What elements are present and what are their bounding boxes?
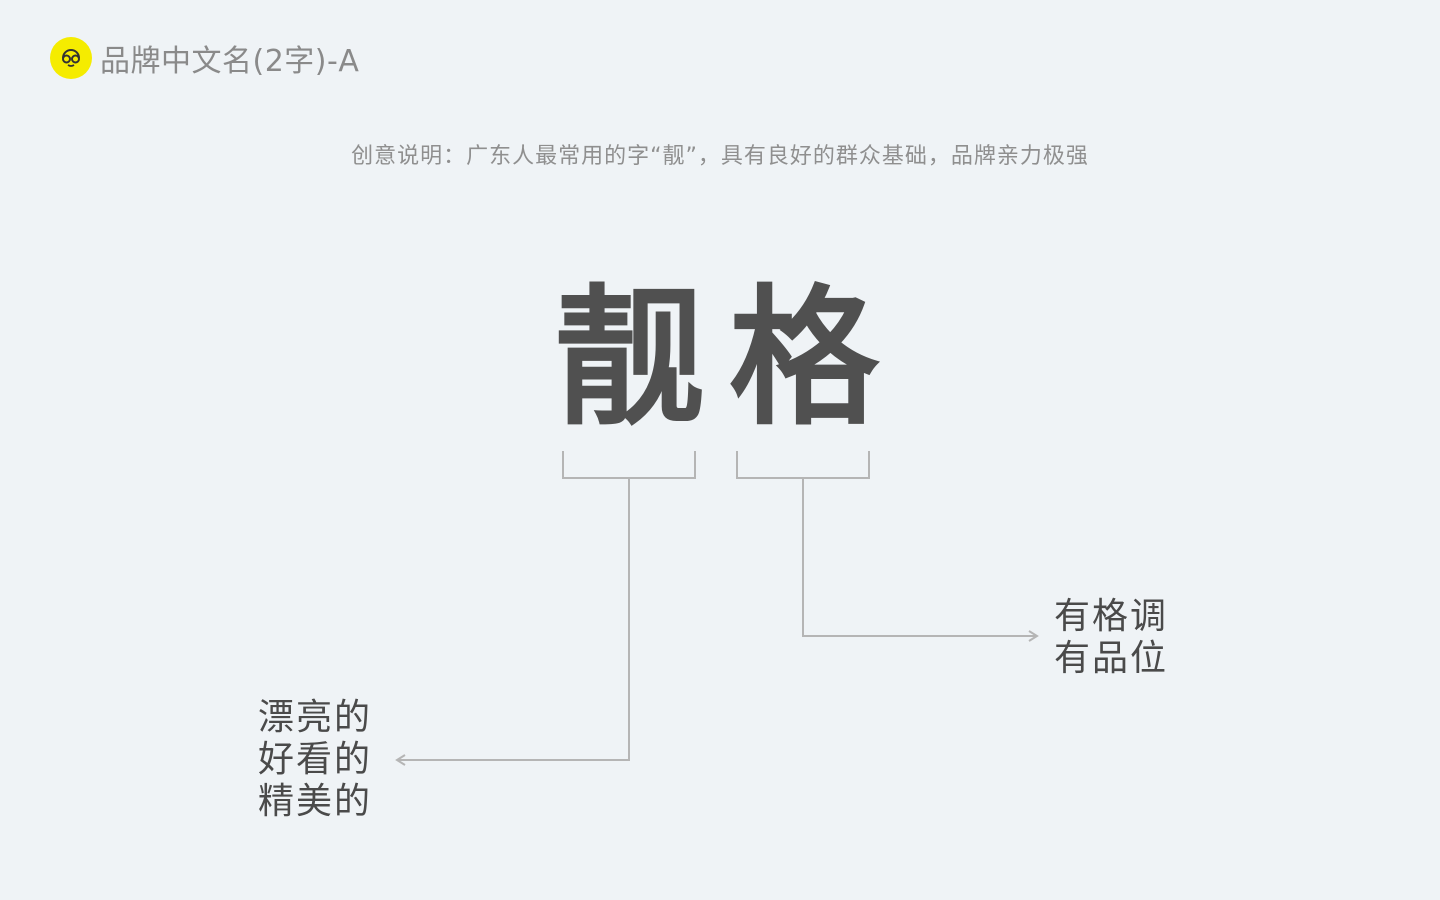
arrowhead-left [395,754,406,766]
bracket-left [562,451,696,479]
headphones-face-icon [50,37,92,79]
meaning-line: 漂亮的 [258,697,373,738]
brand-char-jing: 靓 [554,270,705,446]
brand-char-ge: 格 [728,270,879,446]
bracket-right [736,451,870,479]
meaning-line: 精美的 [258,781,373,822]
arrowhead-right [1028,630,1039,642]
meaning-jing: 漂亮的 好看的 精美的 [258,697,372,823]
connector-left [398,478,630,761]
meaning-line: 有格调 [1054,596,1169,637]
page-title: 品牌中文名(2字)-A [100,44,360,79]
header: 品牌中文名(2字)-A [50,36,359,80]
creative-description: 创意说明：广东人最常用的字“靓”，具有良好的群众基础，品牌亲力极强 [351,144,1089,169]
connector-right [802,478,1036,637]
meaning-line: 好看的 [258,739,373,780]
meaning-line: 有品位 [1054,638,1169,679]
meaning-ge: 有格调 有品位 [1054,596,1168,680]
